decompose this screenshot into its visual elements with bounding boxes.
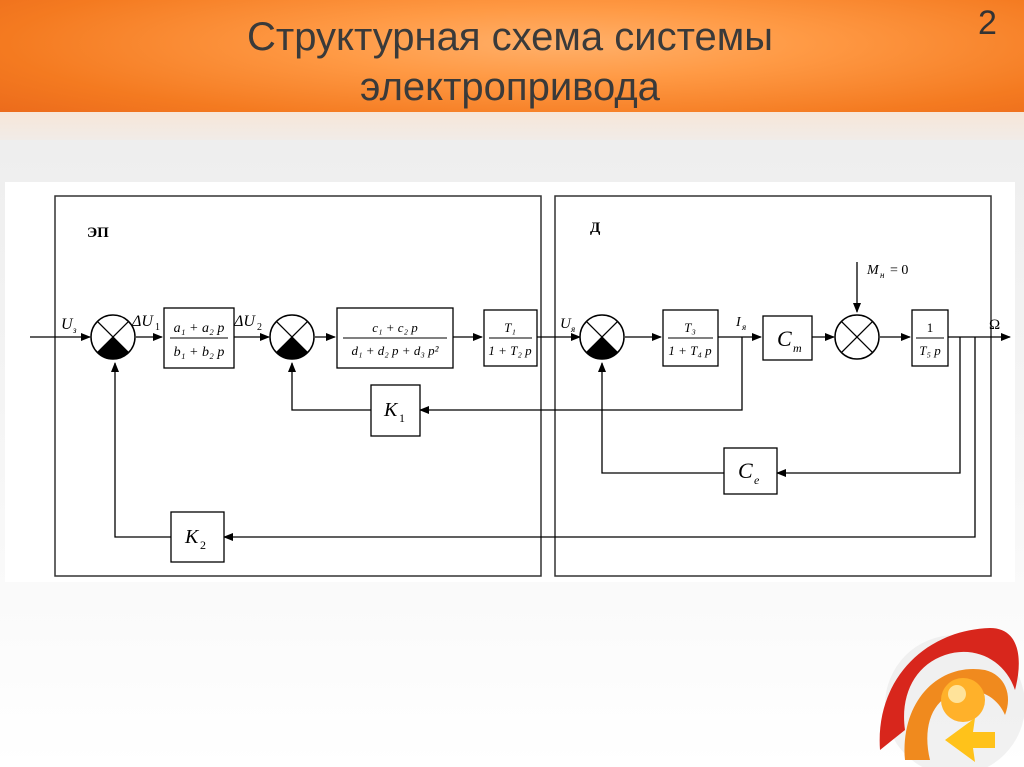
summing-junction-3 xyxy=(579,314,625,360)
block-ce: C e xyxy=(723,447,778,495)
block-transfer-2: c₁ + c₂ p d₁ + d₂ p + d₃ p² xyxy=(336,307,454,369)
slide-title-line2: электропривода xyxy=(360,65,660,109)
svg-text:ΔU: ΔU xyxy=(131,313,154,330)
svg-text:ΔU: ΔU xyxy=(233,313,256,330)
summing-junction-4 xyxy=(834,314,880,360)
svg-text:з: з xyxy=(72,325,77,335)
svg-text:2: 2 xyxy=(200,538,206,552)
svg-text:1: 1 xyxy=(927,320,934,335)
svg-text:M: M xyxy=(866,263,880,278)
svg-text:2: 2 xyxy=(257,322,262,333)
svg-text:e: e xyxy=(754,473,760,487)
summing-junction-1 xyxy=(90,314,136,360)
svg-text:1: 1 xyxy=(155,322,160,333)
svg-text:U: U xyxy=(61,316,74,333)
page-number: 2 xyxy=(978,4,997,42)
block-k1: K 1 xyxy=(370,384,421,437)
block-transfer-1: a₁ + a₂ p b₁ + b₂ p xyxy=(163,307,235,369)
svg-text:m: m xyxy=(793,341,802,355)
svg-text:I: I xyxy=(735,315,742,330)
block-cm: C m xyxy=(762,315,813,361)
block-transfer-4: T₃ 1 + T₄ p xyxy=(662,309,719,367)
block-k2: K 2 xyxy=(170,511,225,563)
svg-text:1 + T₂ p: 1 + T₂ p xyxy=(488,343,532,358)
svg-text:T₁: T₁ xyxy=(504,320,516,335)
block-transfer-3: T₁ 1 + T₂ p xyxy=(483,309,538,367)
svg-text:C: C xyxy=(738,458,753,483)
svg-text:1 + T₄ p: 1 + T₄ p xyxy=(668,343,712,358)
svg-text:T₅ p: T₅ p xyxy=(919,343,941,358)
svg-text:U: U xyxy=(560,316,572,332)
svg-text:Ω: Ω xyxy=(989,317,1000,333)
frame-d xyxy=(554,195,992,577)
slide-title-line1: Структурная схема системы xyxy=(247,15,773,59)
svg-text:K: K xyxy=(383,399,399,421)
header-banner xyxy=(0,0,1024,125)
svg-text:d₁ + d₂ p + d₃ p²: d₁ + d₂ p + d₃ p² xyxy=(351,343,439,358)
label-d: Д xyxy=(590,220,601,236)
svg-text:я: я xyxy=(570,324,575,334)
signal-labels: U з ΔU 1 ΔU 2 U я I я M н = 0 Ω xyxy=(61,263,1000,335)
block-diagram: ЭП Д xyxy=(30,195,1011,577)
svg-text:1: 1 xyxy=(399,411,405,425)
slide-title: Структурная схема системы электропривода xyxy=(150,12,870,112)
frame-ep xyxy=(54,195,542,577)
decorative-swirl xyxy=(879,628,1024,767)
diagram-panel: ЭП Д xyxy=(5,182,1015,582)
svg-text:C: C xyxy=(777,326,792,351)
label-ep: ЭП xyxy=(87,225,109,241)
svg-text:a₁ + a₂ p: a₁ + a₂ p xyxy=(174,321,225,336)
svg-text:c₁ + c₂ p: c₁ + c₂ p xyxy=(372,320,418,335)
svg-text:= 0: = 0 xyxy=(890,263,908,278)
svg-text:я: я xyxy=(741,322,746,332)
svg-text:н: н xyxy=(880,270,885,280)
svg-text:T₃: T₃ xyxy=(684,320,696,335)
block-integrator: 1 T₅ p xyxy=(911,309,949,367)
svg-text:K: K xyxy=(184,526,200,548)
summing-junction-2 xyxy=(269,314,315,360)
svg-text:b₁ + b₂ p: b₁ + b₂ p xyxy=(174,345,225,360)
